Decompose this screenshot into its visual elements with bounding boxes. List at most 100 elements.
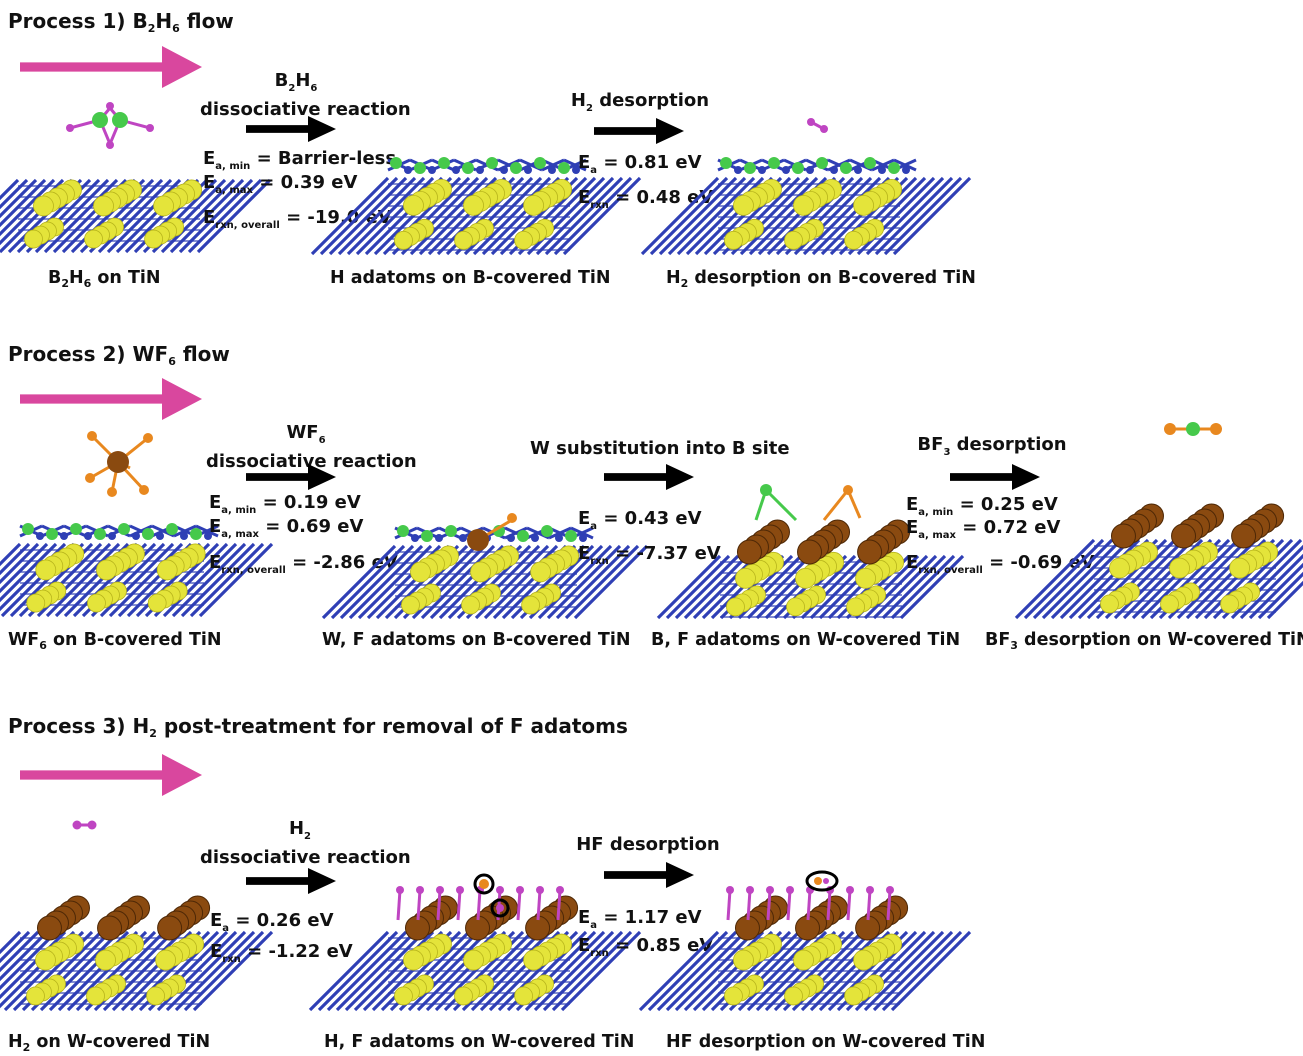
b-atom: [190, 528, 202, 540]
b-atom: [888, 162, 900, 174]
h-bond: [436, 889, 442, 921]
n-bond: [0, 542, 40, 585]
structure-label: H adatoms on B-covered TiN: [330, 268, 611, 288]
n-bond: [1014, 538, 1096, 620]
n-atom: [555, 534, 563, 542]
b-atom: [816, 157, 828, 169]
h-atom: [786, 886, 794, 894]
n-atom: [36, 532, 44, 540]
h-atom: [436, 886, 444, 894]
b-atom: [166, 523, 178, 535]
reaction-arrow: [246, 464, 336, 490]
n-bond: [871, 158, 895, 172]
n-bond: [881, 930, 963, 1012]
n-bond: [809, 554, 875, 620]
n-atom: [132, 532, 140, 540]
ti-atom: [853, 949, 875, 971]
tin-lattice: [0, 930, 274, 1012]
h-atom: [396, 886, 404, 894]
h-f-adatoms-w-covered-tin-structure: [308, 886, 642, 1012]
h-bond: [476, 889, 482, 921]
ti-atom: [844, 230, 864, 250]
n-bond: [667, 176, 747, 256]
boron-layer: [394, 525, 594, 542]
reaction-arrow: [950, 464, 1040, 490]
ti-atom: [26, 986, 45, 1006]
n-atom: [84, 532, 92, 540]
n-atom: [734, 166, 742, 174]
w-atom: [1110, 523, 1136, 549]
ti-atom: [784, 986, 803, 1006]
ti-atom: [146, 986, 166, 1006]
n-bond: [339, 544, 415, 620]
energy-value: Erxn = 0.85 eV: [578, 935, 714, 959]
h-bond: [396, 889, 402, 921]
reaction-arrow: [604, 862, 694, 888]
n-bond: [674, 554, 740, 620]
ti-atom: [87, 593, 106, 613]
h-bond: [416, 889, 422, 921]
h-atom: [866, 886, 874, 894]
tin-lattice: [640, 176, 972, 256]
n-bond: [656, 930, 738, 1012]
n-bond: [0, 930, 58, 991]
n-bond: [746, 554, 812, 620]
ti-atom: [523, 949, 545, 971]
n-bond: [183, 930, 265, 1012]
n-atom: [806, 166, 814, 174]
ti-atom: [35, 559, 57, 581]
h2-molecule: [72, 820, 97, 830]
process-3-title: Process 3) H2 post-treatment for removal…: [8, 714, 628, 740]
n-bond: [0, 178, 29, 210]
h-bond: [786, 889, 792, 921]
n-bond: [317, 930, 399, 1012]
b2h6-on-tin-structure: [0, 178, 272, 254]
n-bond: [1032, 538, 1114, 620]
n-atom: [60, 532, 68, 540]
h-bond: [726, 889, 732, 921]
n-bond: [573, 544, 649, 620]
n-bond: [658, 176, 738, 256]
n-atom: [452, 166, 460, 174]
n-bond: [537, 544, 613, 620]
n-bond: [348, 544, 424, 620]
ti-atom: [153, 195, 175, 217]
h2-on-w-covered-tin-structure: [0, 895, 274, 1012]
h-bond: [456, 889, 462, 921]
n-bond: [45, 542, 121, 618]
energy-value: Ea, max = 0.69 eV: [209, 516, 364, 540]
ti-atom: [155, 949, 177, 971]
n-bond: [0, 542, 31, 576]
n-bond: [555, 544, 631, 620]
n-bond: [890, 930, 972, 1012]
ti-atom: [855, 567, 877, 589]
energy-value: Ea = 0.43 eV: [578, 508, 702, 532]
h-bond: [866, 889, 872, 921]
h-bond: [556, 889, 562, 921]
n-bond: [872, 930, 954, 1012]
n-bond: [357, 544, 433, 620]
hydrogen-adatoms: [396, 886, 564, 921]
h-atom: [556, 886, 564, 894]
ti-atom: [523, 194, 545, 216]
ti-atom: [147, 593, 167, 613]
h2-desorption-b-covered-tin-structure: [640, 157, 972, 256]
n-bond: [162, 542, 238, 618]
energy-value: Erxn, overall = -0.69 eV: [906, 552, 1095, 576]
n-bond: [0, 178, 20, 201]
ti-atom: [521, 595, 541, 615]
n-bond: [173, 524, 197, 538]
flow-arrow-shape: [20, 378, 202, 420]
n-bond: [337, 176, 417, 256]
ti-atom: [95, 949, 116, 971]
n-atom: [830, 166, 838, 174]
reaction-arrow: [246, 116, 336, 142]
hf-desorption-w-covered-tin-structure: [638, 886, 972, 1012]
process-3-flow-arrow: [20, 754, 202, 796]
w-adatom-with-f: [467, 513, 517, 551]
tungsten-layer: [36, 895, 211, 941]
energy-value: Ea, min = 0.25 eV: [906, 494, 1058, 518]
ti-atom: [724, 986, 743, 1006]
h-atom: [536, 886, 544, 894]
ti-atom: [35, 949, 56, 971]
